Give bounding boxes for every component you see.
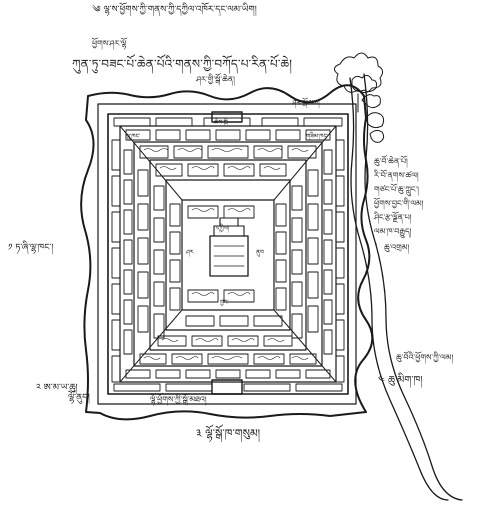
south-inner-label: ལྷོ་ཕྱོགས་ཀྱི་སྒོ་མཐའ། — [150, 395, 207, 404]
east-label-4: ཕྱོགས་བྱང་གི་ལམ། — [374, 199, 424, 208]
cell-label-top-mid: ཆོས་ཁྲི — [214, 119, 228, 126]
southwest-label: ༢ ཨ་མ་ཡ་ཆུ། — [36, 383, 78, 393]
ring-6 — [181, 199, 275, 311]
ring-3 — [133, 141, 323, 367]
ring-5 — [165, 179, 291, 331]
cell-glyphs — [143, 148, 309, 360]
tree-cluster — [334, 52, 385, 143]
east-label-7: ཆུ་འགྲམ། — [384, 243, 410, 252]
south-label: ༣ ལྷོ་སྒོ་ཁ་གསུམ། — [196, 427, 261, 440]
east-label-3: གཙང་པོ་ཆུ་ཀླུང་། — [374, 185, 419, 194]
north-gate — [211, 111, 243, 123]
river-left-bank — [349, 77, 449, 501]
east-label-5: ཤིང་རྩ་ལྗོན་པ། — [374, 213, 412, 222]
east-text-marks — [375, 243, 377, 245]
cell-grid — [111, 117, 345, 392]
river-right-bank — [363, 73, 463, 501]
cell-label-center: དཀྱིལ། — [216, 225, 230, 232]
cell-label-right: ནུབ — [256, 249, 264, 256]
diagonal-nw — [119, 125, 183, 201]
diagonal-ne — [273, 125, 337, 201]
central-stupa — [209, 217, 249, 277]
cell-label-top-left: ལྷ་ཁང་ — [126, 133, 141, 140]
outer-wall-inner — [97, 103, 357, 405]
cell-label-top-right: གཟིམ་ཁང་ — [306, 133, 329, 140]
east-label-2: རི་བོ་ནགས་ཚལ། — [374, 171, 419, 180]
ring-1 — [107, 113, 349, 395]
west-label: ༡ ཏ་ཞི་ལྷ་ཁང་། — [8, 243, 54, 253]
cell-label-bottom: བྱང་ — [220, 299, 229, 306]
east-label-1: ཆུ་བོ་ཆེན་པོ། — [374, 157, 408, 166]
title-line-3: ཀུན་ཏུ་བཟང་པོ་ཆེན་པོའི་གནས་ཀྱི་བཀོད་པ་རི… — [72, 57, 293, 71]
cell-label-left: ཤར — [186, 249, 194, 256]
southwest-label-2: ལྷོ་ནུབ། — [68, 393, 90, 403]
east-label-9: ༤ ཆུ་མིག་ཁ། — [378, 375, 423, 386]
title-line-4: ཤར་གྱི་སྒོ་ཆེན། — [196, 75, 235, 84]
south-gate — [211, 379, 243, 395]
east-gate-label: ཤར་སྒོ་ལམ། — [292, 99, 320, 107]
outer-wall — [80, 84, 374, 421]
ring-4 — [149, 159, 307, 351]
title-line-1: ༄ ལྷ་ས་ཕྱོགས་ཀྱི་གནས་ཀྱི་དཀྱིལ་འཁོར་དང་ལ… — [92, 5, 257, 15]
title-line-2: ཕྱོགས་ཤར་ལྷོ — [92, 39, 127, 48]
east-label-8: ཆུ་བོའི་ཕྱོགས་ཀྱི་ལམ། — [396, 353, 454, 362]
east-label-6: ལམ་ཁ་བརྒྱུད། — [374, 227, 412, 236]
